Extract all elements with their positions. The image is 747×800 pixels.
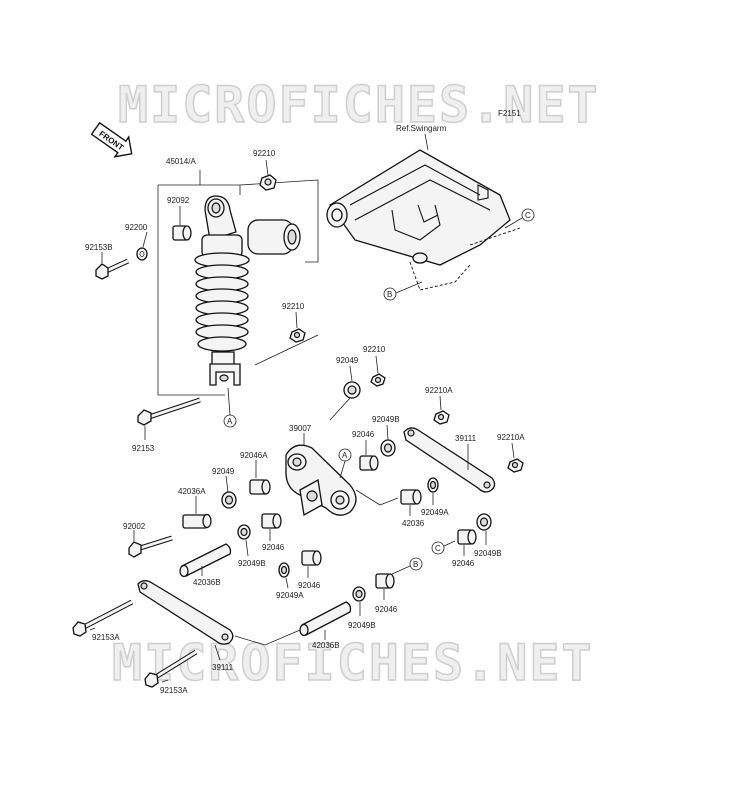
svg-text:C: C (525, 211, 531, 220)
label-42036: 42036 (402, 519, 425, 528)
svg-text:C: C (435, 544, 441, 553)
nut-92210-right (370, 373, 386, 387)
bolt-92153b (95, 258, 130, 280)
nut-92210a-top (433, 410, 450, 425)
svg-text:B: B (387, 290, 392, 299)
label-39007: 39007 (289, 424, 312, 433)
nut-92210-top (259, 174, 277, 191)
label-92046-right: 92046 (452, 559, 475, 568)
label-39111-bottom: 39111 (212, 663, 234, 672)
seal-92049b-bottom (352, 586, 366, 602)
label-92049b-right: 92049B (474, 549, 502, 558)
label-92049b-left: 92049B (238, 559, 266, 568)
label-92200: 92200 (125, 223, 148, 232)
label-92049a-low: 92049A (276, 591, 304, 600)
watermark-top: MICROFICHES.NET (118, 76, 600, 134)
label-92002: 92002 (123, 522, 146, 531)
label-92210a-top: 92210A (425, 386, 453, 395)
label-92049b-top: 92049B (372, 415, 400, 424)
seal-92049-top (343, 381, 361, 399)
seal-92049a-right (427, 477, 439, 493)
collar-92046a (249, 479, 271, 495)
callout-c-swingarm: C (504, 208, 535, 229)
bolt-92153a-left (72, 599, 134, 637)
label-92210-top: 92210 (253, 149, 276, 158)
collar-92046-low (301, 550, 322, 566)
bolt-92153 (137, 397, 201, 426)
bolt-92153a-bottom (144, 649, 198, 688)
seal-92049b-left (237, 524, 251, 540)
callout-b-lower: B (391, 557, 423, 575)
label-92049b-bottom: 92049B (348, 621, 376, 630)
nut-92210-mid (289, 328, 306, 343)
collar-92046-bottom (375, 573, 395, 589)
watermark-bottom: MICROFICHES.NET (112, 634, 594, 692)
tie-rod-39111-right (403, 427, 496, 493)
rear-shock-absorber (194, 195, 301, 386)
label-92210-right: 92210 (363, 345, 386, 354)
label-92049-left: 92049 (212, 467, 235, 476)
collar-92046-top (359, 455, 379, 471)
label-42036b-bottom: 42036B (312, 641, 340, 650)
label-92153: 92153 (132, 444, 155, 453)
rocker-arm-39007 (285, 444, 357, 517)
washer-92200 (136, 247, 148, 261)
tie-rod-39111-bottom (137, 580, 234, 645)
label-92046-bottom: 92046 (375, 605, 398, 614)
callout-a-rocker: A (338, 448, 352, 479)
sleeve-42036b-left (179, 543, 232, 578)
bolt-92002 (128, 535, 173, 558)
collar-92046-mid (261, 513, 282, 529)
label-92210-mid: 92210 (282, 302, 305, 311)
callout-a-shock: A (223, 387, 237, 428)
label-92046a: 92046A (240, 451, 268, 460)
collar-92092 (172, 225, 192, 241)
seal-92049-left (221, 491, 237, 509)
label-92046-top: 92046 (352, 430, 375, 439)
collar-92046-right (457, 529, 477, 545)
seal-92049b-top (380, 439, 396, 457)
seal-92049a-low (278, 562, 290, 578)
label-92046-low: 92046 (298, 581, 321, 590)
label-92046-mid: 92046 (262, 543, 285, 552)
label-92049a-right: 92049A (421, 508, 449, 517)
label-39111-right: 39111 (455, 434, 477, 443)
svg-text:B: B (413, 560, 418, 569)
callout-c-lower: C (431, 540, 456, 555)
label-45014a: 45014/A (166, 157, 196, 166)
label-92210a-right: 92210A (497, 433, 525, 442)
label-92092: 92092 (167, 196, 190, 205)
ref-swingarm-note: Ref.Swingarm (396, 124, 447, 133)
seal-92049b-right (476, 513, 492, 531)
callout-b-swingarm: B (383, 281, 423, 301)
ref-code: F2151 (498, 109, 521, 118)
label-92153a-bottom: 92153A (160, 686, 188, 695)
label-92049-top: 92049 (336, 356, 359, 365)
label-92153a-left: 92153A (92, 633, 120, 642)
svg-text:A: A (227, 417, 233, 426)
sleeve-42036a (182, 513, 212, 529)
label-92153b: 92153B (85, 243, 113, 252)
label-42036a: 42036A (178, 487, 206, 496)
swingarm-reference (326, 149, 521, 291)
nut-92210a-right (507, 458, 524, 473)
svg-text:A: A (342, 451, 348, 460)
sleeve-42036 (400, 489, 422, 505)
label-42036b-left: 42036B (193, 578, 221, 587)
